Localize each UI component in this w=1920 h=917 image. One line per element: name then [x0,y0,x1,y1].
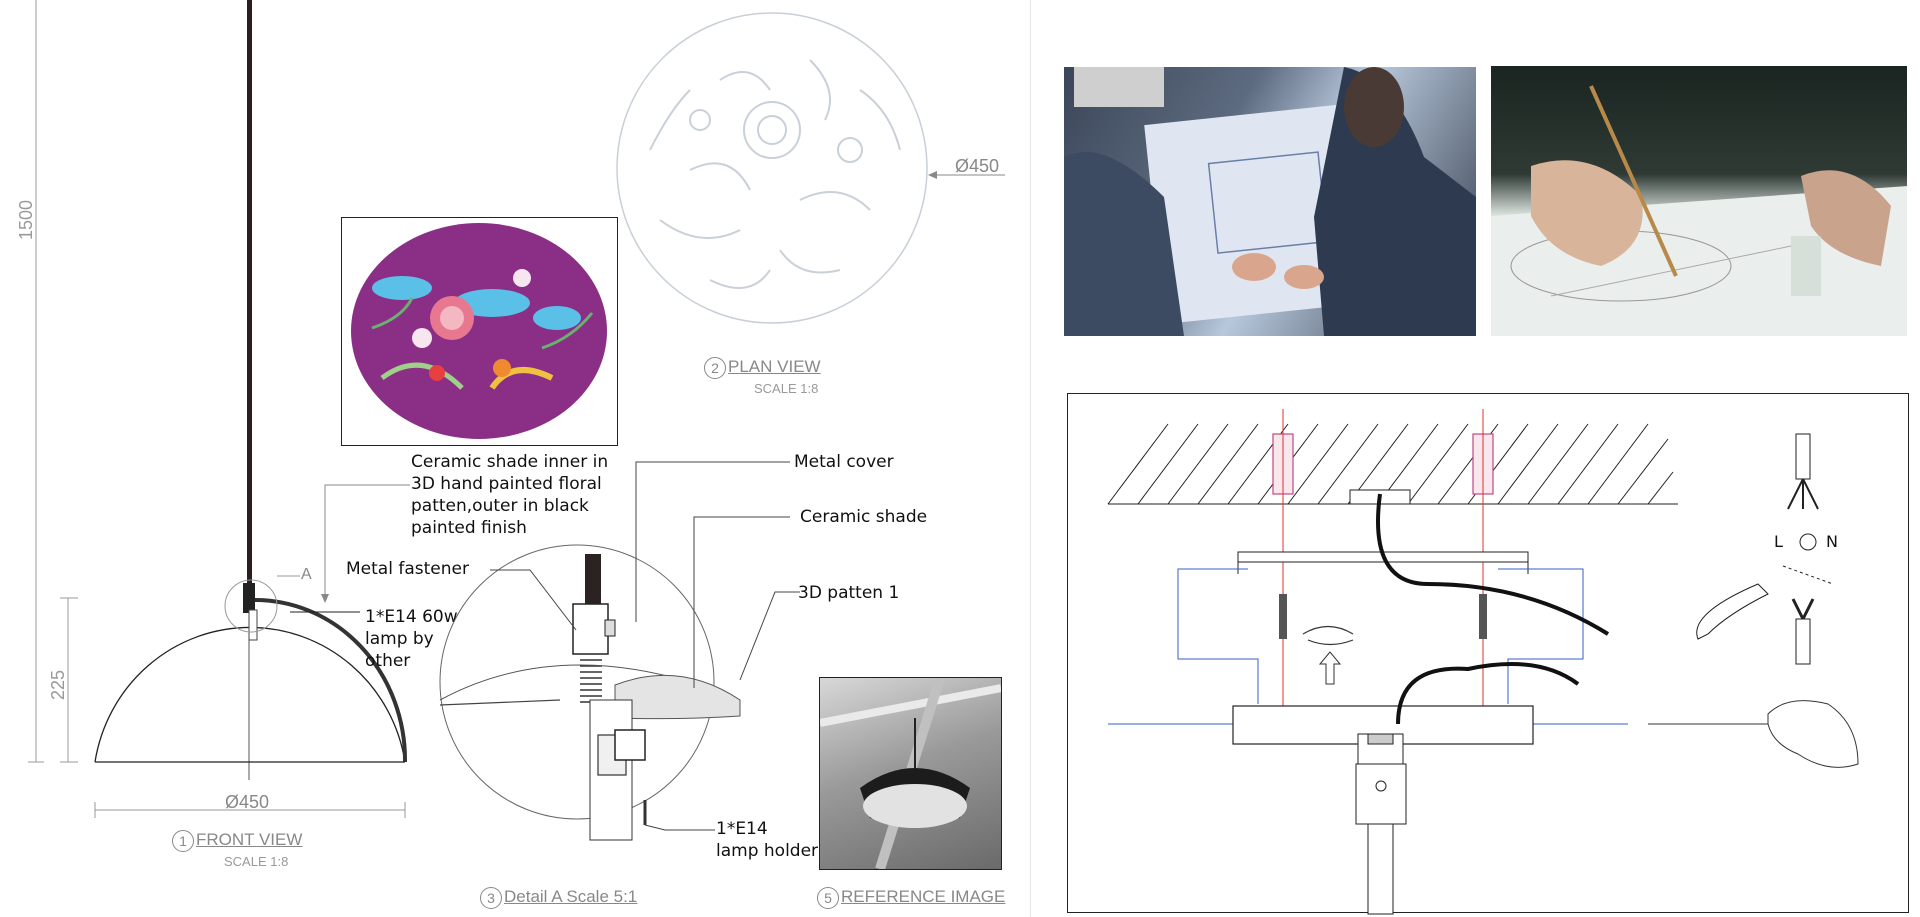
caption-number: 3 [480,887,502,909]
caption-scale: SCALE 1:8 [224,854,289,869]
caption-number: 2 [704,357,726,379]
panel-divider [1030,0,1031,917]
front-diameter-label: Ø450 [225,792,270,812]
hand-sketching-photo [1491,66,1907,336]
detail-marker-a: A [301,566,312,583]
shade-note-line: 3D hand painted floral [411,474,602,494]
caption-title: Detail A Scale 5:1 [504,887,638,907]
caption-title: REFERENCE IMAGE [841,887,1006,907]
label-lamp-holder-line: lamp holder [716,841,819,861]
painted-shade-image [341,217,618,446]
caption-scale: SCALE 1:8 [754,381,819,396]
label-3d-pattern: 3D patten 1 [798,583,900,603]
height-dimension-label: 1500 [16,199,36,240]
wiring-label-l: L [1774,532,1783,551]
plan-diameter-label: Ø450 [955,156,1000,176]
label-ceramic-shade: Ceramic shade [800,507,928,527]
label-metal-cover: Metal cover [794,452,894,472]
label-metal-fastener: Metal fastener [346,559,469,579]
caption-title: PLAN VIEW [728,357,821,377]
shade-height-dimension-label: 225 [48,669,68,700]
lamp-note: 1*E14 60w lamp by other [365,606,458,672]
shade-note: Ceramic shade inner in 3D hand painted f… [411,451,608,539]
installation-diagram: L N [1067,393,1909,915]
lamp-note-line: 1*E14 60w [365,607,458,627]
lamp-note-line: other [365,651,411,671]
label-lamp-holder: 1*E14 lamp holder [716,818,818,862]
shade-note-line: painted finish [411,518,527,538]
caption-title: FRONT VIEW [196,830,303,850]
label-lamp-holder-line: 1*E14 [716,819,768,839]
technical-drawing-sheet: 1500 225 Ø450 A 1*E14 60w lamp by other … [16,0,1005,909]
lamp-note-line: lamp by [365,629,434,649]
shade-note-line: patten,outer in black [411,496,589,516]
designers-reviewing-drawing-photo [1064,67,1476,336]
shade-note-line: Ceramic shade inner in [411,452,609,472]
wiring-label-n: N [1826,532,1838,551]
detail-a-drawing [439,461,800,841]
front-view-drawing [28,0,410,818]
caption-number: 1 [172,830,194,852]
plan-view-drawing [616,12,1005,324]
caption-number: 5 [817,887,839,909]
reference-image [819,677,1002,870]
